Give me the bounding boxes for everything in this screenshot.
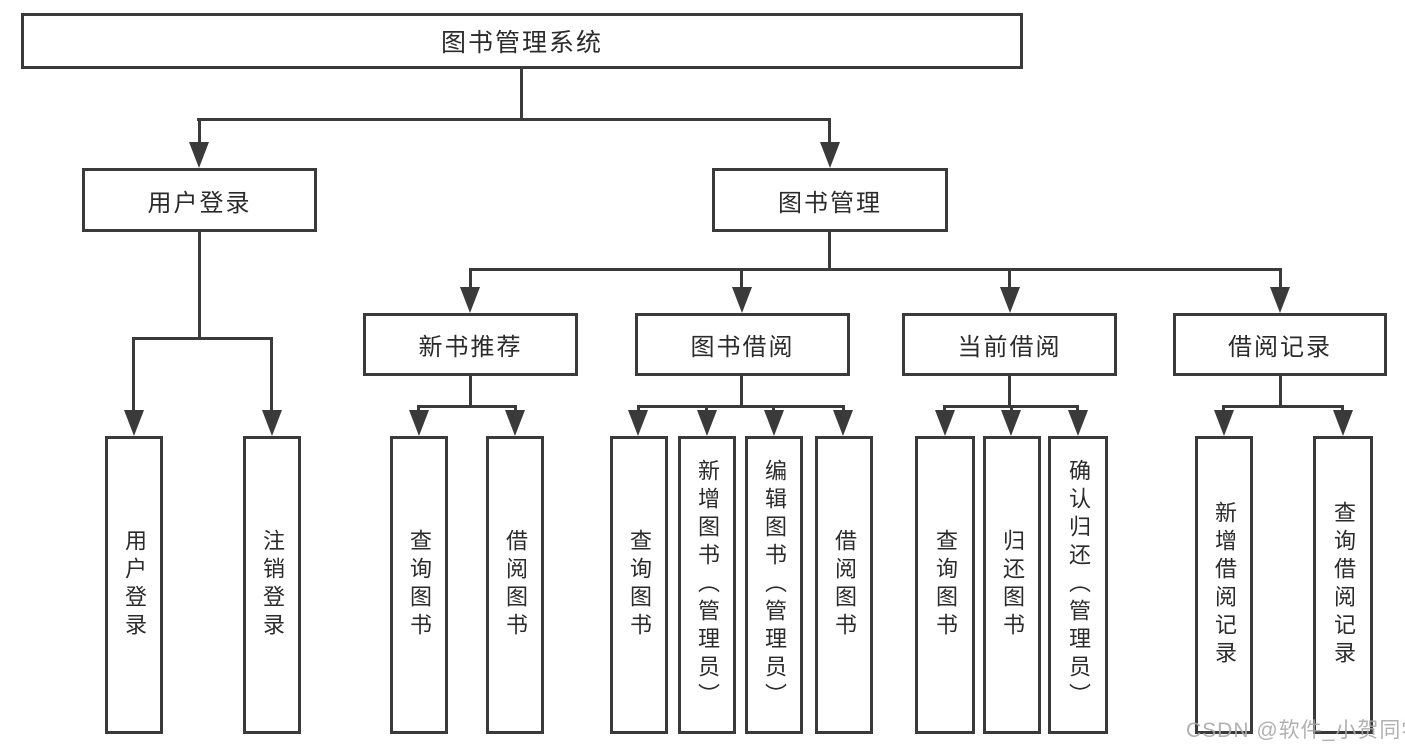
node-book-borrow-label: 图书借阅 [690, 334, 795, 361]
connector-shaft [1341, 405, 1344, 413]
connector-shaft-new-book [469, 268, 472, 290]
connector-shaft-current-borrow [1008, 268, 1011, 290]
leaf-borrow-books: 借阅图书 [815, 436, 873, 734]
leaf-query-books-recommend: 查询图书 [390, 436, 448, 734]
leaf-user-login-label: 用户登录 [122, 529, 147, 641]
connector-book-mgmt-stub [828, 232, 831, 268]
node-user-login: 用户登录 [82, 168, 317, 232]
arrowhead-borrow-records [1270, 287, 1290, 313]
arrowhead-current-borrow [1000, 287, 1020, 313]
leaf-query-books-current-label: 查询图书 [933, 529, 958, 641]
connector-shaft-leaf-logout [270, 337, 273, 413]
connector-borrow-records-branch [1222, 405, 1344, 408]
leaf-query-books-current: 查询图书 [915, 436, 975, 734]
connector-current-borrow-stub [1008, 376, 1011, 405]
connector-shaft [1222, 405, 1225, 413]
leaf-query-borrow-record: 查询借阅记录 [1313, 436, 1373, 734]
connector-shaft [842, 405, 845, 413]
connector-user-login-branch [132, 337, 273, 340]
node-user-login-label: 用户登录 [147, 189, 252, 217]
node-root: 图书管理系统 [21, 13, 1023, 69]
connector-book-borrow-stub [740, 376, 743, 405]
arrowhead [1001, 410, 1021, 436]
arrowhead [1068, 410, 1088, 436]
connector-root-branch [197, 118, 831, 121]
leaf-edit-book-admin: 编辑图书（管理员） [745, 436, 803, 734]
leaf-return-book: 归还图书 [983, 436, 1041, 734]
arrowhead [764, 410, 784, 436]
leaf-add-book-admin: 新增图书（管理员） [678, 436, 736, 734]
connector-shaft [637, 405, 640, 413]
arrowhead [1214, 410, 1234, 436]
connector-shaft [1076, 405, 1079, 413]
leaf-borrow-books-label: 借阅图书 [832, 529, 857, 641]
connector-shaft-leaf-login [132, 337, 135, 413]
arrowhead [697, 410, 717, 436]
node-book-management-label: 图书管理 [778, 189, 882, 217]
arrowhead [409, 410, 429, 436]
connector-root-stub [520, 69, 523, 118]
connector-new-book-stub [469, 376, 472, 405]
leaf-query-borrow-record-label: 查询借阅记录 [1331, 501, 1356, 669]
arrowhead-leaf-login [124, 410, 144, 436]
arrowhead [833, 410, 853, 436]
connector-book-mgmt-branch [469, 268, 1282, 271]
arrowhead-user-login [189, 142, 209, 168]
node-book-management: 图书管理 [712, 168, 948, 232]
connector-borrow-records-stub [1279, 376, 1282, 405]
node-new-book-recommend-label: 新书推荐 [418, 334, 523, 361]
arrowhead [628, 410, 648, 436]
connector-shaft-book-borrow [740, 268, 743, 290]
leaf-query-books-borrow: 查询图书 [610, 436, 668, 734]
leaf-edit-book-admin-label: 编辑图书（管理员） [762, 459, 787, 711]
node-borrow-records: 借阅记录 [1173, 313, 1387, 376]
arrowhead [505, 410, 525, 436]
node-current-borrow: 当前借阅 [902, 313, 1117, 376]
arrowhead-new-book [460, 287, 480, 313]
leaf-user-login: 用户登录 [105, 436, 163, 734]
connector-shaft [943, 405, 946, 413]
arrowhead-book-management [820, 142, 840, 168]
leaf-add-borrow-record-label: 新增借阅记录 [1212, 501, 1237, 669]
arrowhead-book-borrow [732, 287, 752, 313]
arrowhead [1333, 410, 1353, 436]
node-borrow-records-label: 借阅记录 [1228, 334, 1332, 361]
watermark: CSDN @软件_小贺同学 [1186, 719, 1405, 742]
leaf-confirm-return-admin: 确认归还（管理员） [1048, 436, 1108, 734]
connector-new-book-branch [417, 405, 517, 408]
leaf-borrow-books-recommend-label: 借阅图书 [503, 529, 528, 641]
leaf-logout-label: 注销登录 [260, 529, 285, 641]
leaf-add-book-admin-label: 新增图书（管理员） [695, 459, 720, 711]
connector-shaft-user-login [198, 118, 201, 146]
node-root-label: 图书管理系统 [440, 29, 603, 57]
node-current-borrow-label: 当前借阅 [957, 334, 1062, 361]
connector-book-borrow-branch [637, 405, 844, 408]
leaf-query-books-recommend-label: 查询图书 [407, 529, 432, 641]
arrowhead-leaf-logout [262, 410, 282, 436]
leaf-logout: 注销登录 [243, 436, 301, 734]
connector-shaft [417, 405, 420, 413]
connector-user-login-stub [198, 232, 201, 337]
leaf-borrow-books-recommend: 借阅图书 [486, 436, 544, 734]
connector-shaft [772, 405, 775, 413]
arrowhead [935, 410, 955, 436]
node-book-borrow: 图书借阅 [635, 313, 850, 376]
connector-shaft [705, 405, 708, 413]
leaf-add-borrow-record: 新增借阅记录 [1195, 436, 1253, 734]
connector-shaft [514, 405, 517, 413]
node-new-book-recommend: 新书推荐 [363, 313, 578, 376]
leaf-query-books-borrow-label: 查询图书 [627, 529, 652, 641]
leaf-confirm-return-admin-label: 确认归还（管理员） [1066, 459, 1091, 711]
connector-shaft [1010, 405, 1013, 413]
connector-shaft-book-management [828, 118, 831, 146]
leaf-return-book-label: 归还图书 [1000, 529, 1025, 641]
connector-shaft-borrow-records [1279, 268, 1282, 290]
